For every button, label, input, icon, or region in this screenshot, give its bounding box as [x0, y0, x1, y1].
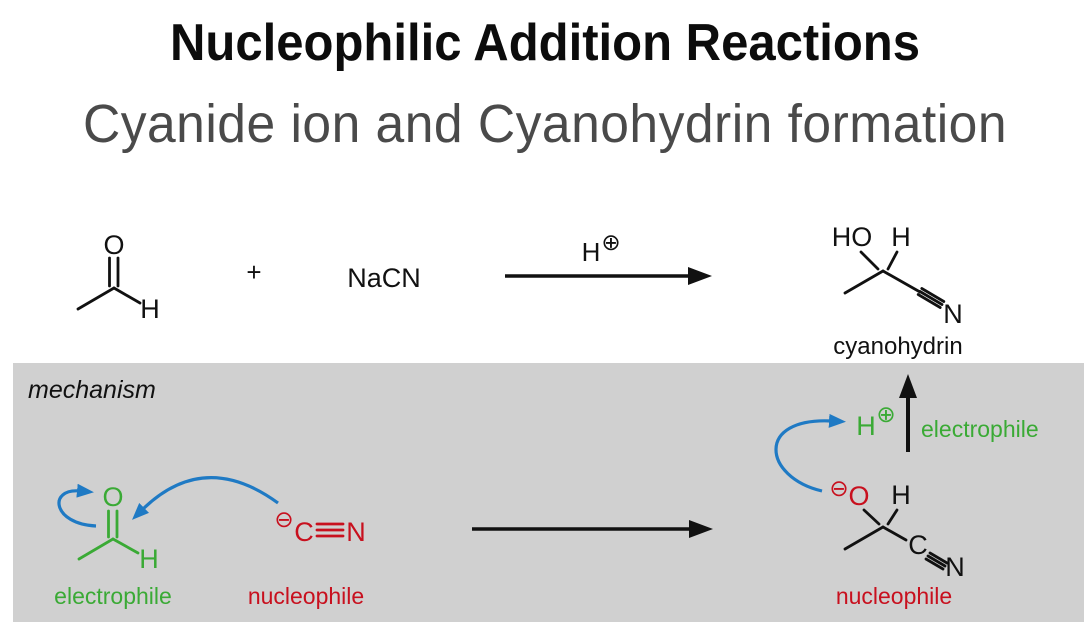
acetaldehyde-structure: O H — [76, 230, 160, 324]
nitrile-triple-bond-line — [916, 293, 942, 309]
mechanism-panel — [13, 363, 1084, 622]
page-subtitle: Cyanide ion and Cyanohydrin formation — [83, 94, 1007, 154]
methyl-bond — [843, 525, 885, 551]
cyanide-attack-curved-arrow — [132, 476, 279, 520]
alkoxide-intermediate-structure: ⊖ O H C N — [829, 475, 964, 582]
nitrile-triple-bond-line — [918, 290, 944, 306]
nitrile-triple-bond-line — [920, 287, 946, 303]
cyanide-c-label: C — [294, 517, 314, 547]
electrophile-role-label: electrophile — [54, 583, 172, 609]
mechanism-caption: mechanism — [28, 376, 156, 404]
methyl-bond — [843, 269, 885, 295]
plus-sign: + — [246, 257, 261, 287]
pi-electrons-curved-arrow — [57, 483, 97, 528]
minus-charge-icon: ⊖ — [829, 475, 848, 501]
protonation-curved-arrow — [774, 413, 846, 493]
nitrile-n-label: N — [943, 299, 963, 329]
carbonyl-oxygen-label: O — [102, 482, 123, 512]
nucleophile-role-label: nucleophile — [836, 583, 952, 609]
nitrile-triple-bond-line — [926, 554, 947, 568]
page-title: Nucleophilic Addition Reactions — [170, 14, 920, 72]
aldehyde-h-label: H — [140, 294, 160, 324]
cyanohydrin-structure: HO H N cyanohydrin — [832, 222, 963, 360]
hydroxyl-label: HO — [832, 222, 873, 252]
cyanide-ion-structure: ⊖ C N — [274, 506, 365, 547]
electrophile-role-label: electrophile — [921, 416, 1039, 442]
product-h-label: H — [891, 222, 911, 252]
carbonyl-oxygen-label: O — [103, 230, 124, 260]
h-c-bond — [886, 250, 899, 271]
proton-h-label: H — [856, 411, 876, 441]
plus-charge-icon: ⊕ — [876, 401, 895, 427]
alkoxide-h-label: H — [891, 480, 911, 510]
reaction-arrow: H ⊕ — [505, 229, 712, 285]
c-c-bond — [881, 525, 908, 542]
nucleophile-role-label: nucleophile — [248, 583, 364, 609]
h-c-bond — [886, 508, 899, 526]
o-c-bond — [862, 508, 881, 526]
methyl-bond — [76, 286, 116, 311]
catalyst-h-label: H — [582, 237, 601, 267]
alkoxide-oxygen-label: O — [848, 481, 869, 511]
c-h-bond — [111, 537, 140, 555]
product-caption: cyanohydrin — [833, 333, 962, 360]
cyanide-n-label: N — [346, 517, 366, 547]
nitrile-triple-bond-line — [928, 551, 949, 565]
plus-charge-icon: ⊕ — [601, 229, 620, 255]
mechanism-aldehyde-structure: O H — [77, 482, 159, 574]
aldehyde-h-label: H — [139, 544, 159, 574]
c-c-bond — [881, 269, 922, 294]
nitrile-c-label: C — [908, 530, 928, 560]
minus-charge-icon: ⊖ — [274, 506, 293, 532]
o-c-bond — [859, 250, 880, 271]
c-h-bond — [112, 286, 142, 305]
nitrile-n-label: N — [945, 552, 965, 582]
reagent-nacn: NaCN — [347, 263, 421, 293]
nitrile-triple-bond-line — [924, 557, 945, 571]
methyl-bond — [77, 537, 115, 561]
